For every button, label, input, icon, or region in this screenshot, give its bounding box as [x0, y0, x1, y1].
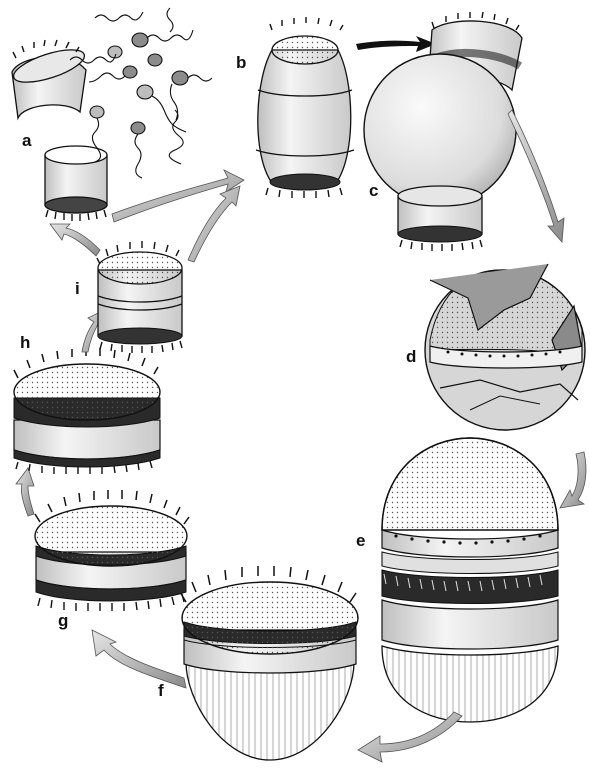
label-c: c — [369, 181, 378, 200]
stage-a-gametes: a — [10, 8, 212, 221]
arrow-i-to-a — [50, 224, 100, 256]
stage-f-new-valve: f — [158, 566, 358, 760]
arrow-g-to-h — [16, 468, 34, 516]
label-i: i — [75, 279, 80, 298]
label-b: b — [236, 53, 246, 72]
arrow-i-to-b — [188, 186, 240, 262]
label-e: e — [356, 531, 365, 550]
separated-valve-ring — [10, 40, 88, 118]
arrow-c-to-d — [508, 110, 564, 242]
label-d: d — [406, 347, 416, 366]
arrow-f-to-g — [92, 630, 186, 688]
stage-d-initial-cell: d — [406, 264, 585, 430]
stage-h-cell: h — [14, 333, 160, 474]
stage-c-sphere: c — [364, 12, 522, 251]
zygote-sphere — [364, 54, 516, 206]
stage-b-auxospore: b — [236, 17, 354, 198]
label-f: f — [158, 681, 164, 700]
stage-e-dividing: e — [356, 438, 558, 722]
stage-g-completed-cell: g — [35, 490, 189, 630]
arrow-b-to-c — [356, 36, 436, 52]
arrow-d-to-e — [560, 452, 586, 508]
label-a: a — [22, 131, 32, 150]
label-h: h — [20, 333, 30, 352]
arrow-e-to-f — [358, 712, 462, 762]
separated-valve-cup — [45, 146, 107, 221]
label-g: g — [58, 611, 68, 630]
lower-valve — [398, 186, 482, 251]
